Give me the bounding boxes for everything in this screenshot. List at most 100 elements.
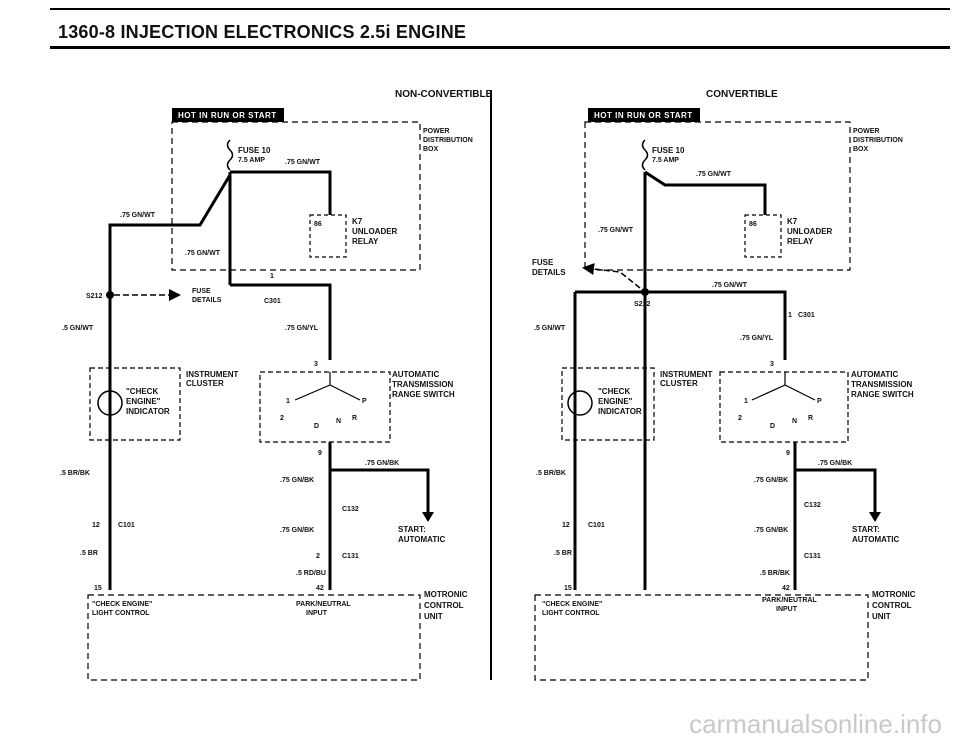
- right-start-2: AUTOMATIC: [852, 535, 899, 544]
- left-wire-to-switch: [230, 283, 332, 360]
- right-sw-1: 1: [744, 398, 748, 405]
- left-sw-2: 2: [280, 415, 284, 422]
- left-c101: C101: [118, 522, 135, 529]
- left-wire-start: [330, 468, 430, 515]
- right-pin-12: 12: [562, 522, 570, 529]
- right-trans-1: AUTOMATIC: [851, 370, 898, 379]
- left-wire-gnyl: .75 GN/YL: [285, 325, 319, 332]
- right-wire-gnbk-b: .75 GN/BK: [754, 477, 788, 484]
- right-cluster-2: CLUSTER: [660, 379, 698, 388]
- left-fuse-symbol: [226, 139, 234, 171]
- right-fuse-label: FUSE 10: [652, 146, 685, 155]
- left-ecu-left-2: LIGHT CONTROL: [92, 610, 150, 617]
- left-pdb-line2: DISTRIBUTION: [423, 137, 473, 144]
- left-relay-line1: K7: [352, 217, 363, 226]
- left-pin-42: 42: [316, 585, 324, 592]
- right-wire-start: [795, 468, 877, 515]
- right-ecu-left-1: "CHECK ENGINE": [542, 601, 602, 608]
- right-wire-5br: .5 BR: [554, 550, 572, 557]
- left-fuse-label: FUSE 10: [238, 146, 271, 155]
- left-wire-gnbk-a: .75 GN/BK: [365, 460, 399, 467]
- left-relay-pin: 86: [314, 221, 322, 228]
- left-pin-12: 12: [92, 522, 100, 529]
- watermark: carmanualsonline.info: [689, 709, 942, 739]
- left-pdb-line1: POWER: [423, 128, 449, 135]
- right-relay-box: [744, 214, 782, 258]
- right-wire-to-relay: [644, 170, 767, 215]
- left-trans-box: [259, 371, 391, 443]
- right-sw-d: D: [770, 423, 775, 430]
- right-pdb-line3: BOX: [853, 146, 869, 153]
- right-pin-15: 15: [564, 585, 572, 592]
- right-sw-r: R: [808, 415, 813, 422]
- left-wire-relay-label: .75 GN/WT: [185, 250, 221, 257]
- right-pdb-box: [584, 121, 851, 271]
- left-c301: C301: [264, 298, 281, 305]
- right-wire-gnbk-a: .75 GN/BK: [818, 460, 852, 467]
- right-s212: S212: [634, 301, 650, 308]
- right-relay-line2: UNLOADER: [787, 227, 833, 236]
- right-relay-line1: K7: [787, 217, 798, 226]
- right-fuse-details-1: FUSE: [532, 258, 554, 267]
- left-banner-text: HOT IN RUN OR START: [178, 111, 277, 120]
- left-wire-gnbk-c: .75 GN/BK: [280, 527, 314, 534]
- right-switch-contacts: [751, 372, 816, 401]
- right-fuse-details-2: DETAILS: [532, 268, 566, 277]
- right-pdb-line2: DISTRIBUTION: [853, 137, 903, 144]
- right-diagram: CONVERTIBLE HOT IN RUN OR START POWER DI…: [532, 89, 916, 681]
- right-ecu-1: MOTRONIC: [872, 590, 916, 599]
- right-wire-diag: .75 GN/WT: [598, 227, 634, 234]
- right-c132: C132: [804, 502, 821, 509]
- left-fuse-details-2: DETAILS: [192, 297, 222, 304]
- left-indicator-3: INDICATOR: [126, 407, 170, 416]
- right-indicator-lamp-icon: [567, 390, 593, 416]
- left-c132: C132: [342, 506, 359, 513]
- left-wire-5br: .5 BR: [80, 550, 98, 557]
- left-ecu-left-1: "CHECK ENGINE": [92, 601, 152, 608]
- right-relay-pin: 86: [749, 221, 757, 228]
- left-sw-d: D: [314, 423, 319, 430]
- left-pdb-box: [171, 121, 421, 271]
- left-fuse-amp: 7.5 AMP: [238, 157, 265, 164]
- right-c301: C301: [798, 312, 815, 319]
- left-wire-diag-label: .75 GN/WT: [120, 212, 156, 219]
- left-pin-3: 3: [314, 361, 318, 368]
- left-cluster-2: CLUSTER: [186, 379, 224, 388]
- right-wire-5gnwt: .5 GN/WT: [534, 325, 566, 332]
- right-wire-fuse: .75 GN/WT: [696, 171, 732, 178]
- right-pin-42: 42: [782, 585, 790, 592]
- left-cluster-1: INSTRUMENT: [186, 370, 239, 379]
- left-ecu-mid-1: PARK/NEUTRAL: [296, 601, 351, 608]
- right-indicator-3: INDICATOR: [598, 407, 642, 416]
- right-c101: C101: [588, 522, 605, 529]
- right-pin-1: 1: [788, 312, 792, 319]
- left-sw-r: R: [352, 415, 357, 422]
- right-trans-3: RANGE SWITCH: [851, 390, 914, 399]
- title-rule: [50, 46, 950, 49]
- right-cluster-box: [561, 367, 655, 441]
- right-sw-n: N: [792, 418, 797, 425]
- left-pin-2: 2: [316, 553, 320, 560]
- right-wire-splice: [575, 290, 787, 360]
- left-wire-5brbk: .5 BR/BK: [60, 470, 90, 477]
- left-wire-diag: [108, 174, 232, 590]
- right-wire-brbk2: .5 BR/BK: [760, 570, 790, 577]
- right-fuse-symbol: [641, 139, 649, 171]
- right-trans-2: TRANSMISSION: [851, 380, 913, 389]
- left-indicator-lamp-icon: [97, 390, 123, 416]
- right-wire-5brbk: .5 BR/BK: [536, 470, 566, 477]
- left-start-arrow-icon: [422, 512, 434, 522]
- left-wire-gnbk-b: .75 GN/BK: [280, 477, 314, 484]
- left-pin-9: 9: [318, 450, 322, 457]
- right-heading: CONVERTIBLE: [706, 89, 778, 100]
- right-banner: [588, 108, 700, 122]
- right-banner-text: HOT IN RUN OR START: [594, 111, 693, 120]
- left-trans-3: RANGE SWITCH: [392, 390, 455, 399]
- left-s212: S212: [86, 293, 102, 300]
- left-sw-n: N: [336, 418, 341, 425]
- left-relay-box: [309, 214, 347, 258]
- left-ecu-1: MOTRONIC: [424, 590, 468, 599]
- right-pin-3: 3: [770, 361, 774, 368]
- right-sw-2: 2: [738, 415, 742, 422]
- right-indicator-1: "CHECK: [598, 387, 630, 396]
